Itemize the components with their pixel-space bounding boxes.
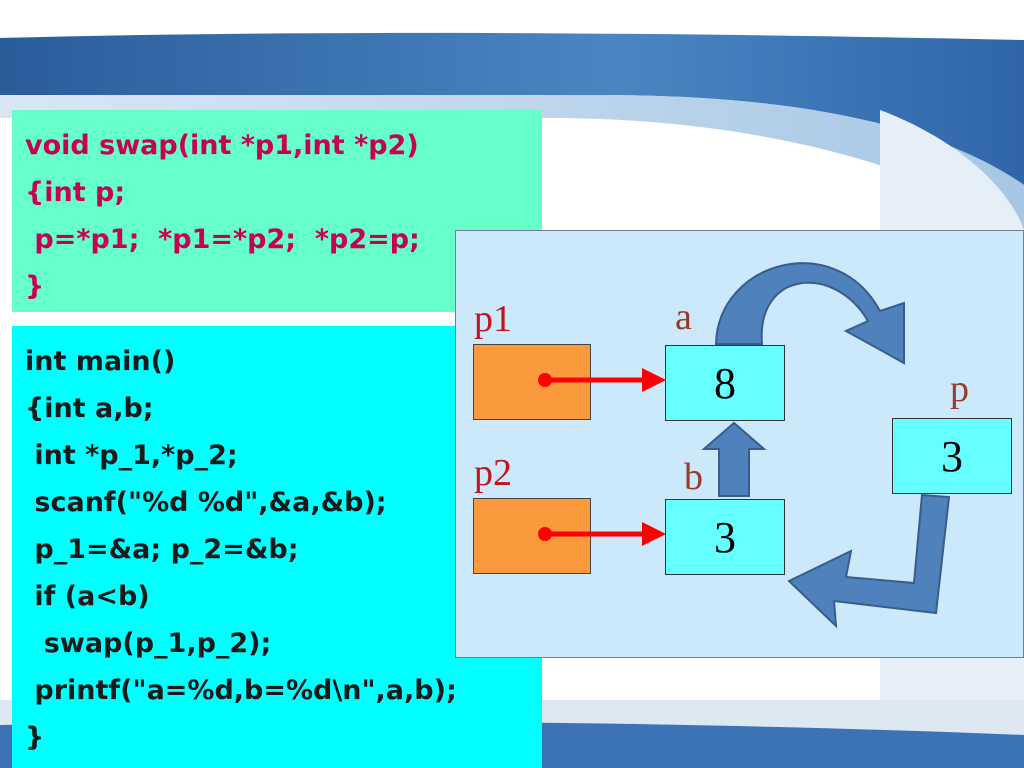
variable-label-p: p xyxy=(950,368,969,410)
code-line: scanf("%d %d",&a,&b); xyxy=(25,487,387,518)
pointer-arrow-p2-to-b xyxy=(538,522,666,546)
value-box-a: 8 xyxy=(665,345,785,421)
code-line: if (a<b) xyxy=(25,581,150,612)
code-line: p_1=&a; p_2=&b; xyxy=(25,534,299,565)
variable-label-b: b xyxy=(684,456,703,498)
main-function-code-panel: int main() {int a,b; int *p_1,*p_2; scan… xyxy=(12,326,542,768)
code-line: void swap(int *p1,int *p2) xyxy=(25,130,419,161)
diagram-arrows xyxy=(538,262,951,629)
code-line: } xyxy=(25,271,45,302)
value-box-p: 3 xyxy=(892,418,1012,494)
curved-arrow-a-to-p xyxy=(714,262,905,365)
code-line: {int p; xyxy=(25,177,126,208)
up-arrow-b-to-a xyxy=(701,421,767,497)
swap-function-code-panel: void swap(int *p1,int *p2) {int p; p=*p1… xyxy=(12,110,542,312)
memory-diagram-panel: p1 p2 a b p 8 3 3 xyxy=(455,230,1024,658)
code-line: printf("a=%d,b=%d\n",a,b); xyxy=(25,675,457,706)
code-line: swap(p_1,p_2); xyxy=(25,628,272,659)
bent-arrow-p-to-b xyxy=(787,493,951,629)
code-line: int main() xyxy=(25,346,176,377)
code-line: p=*p1; *p1=*p2; *p2=p; xyxy=(25,224,420,255)
code-line: } xyxy=(25,722,45,753)
pointer-arrow-p1-to-a xyxy=(538,368,666,392)
pointer-label-p1: p1 xyxy=(474,298,512,340)
value-box-b: 3 xyxy=(665,499,785,575)
code-line: int *p_1,*p_2; xyxy=(25,440,238,471)
pointer-label-p2: p2 xyxy=(474,452,512,494)
variable-label-a: a xyxy=(675,296,692,338)
code-line: {int a,b; xyxy=(25,393,154,424)
